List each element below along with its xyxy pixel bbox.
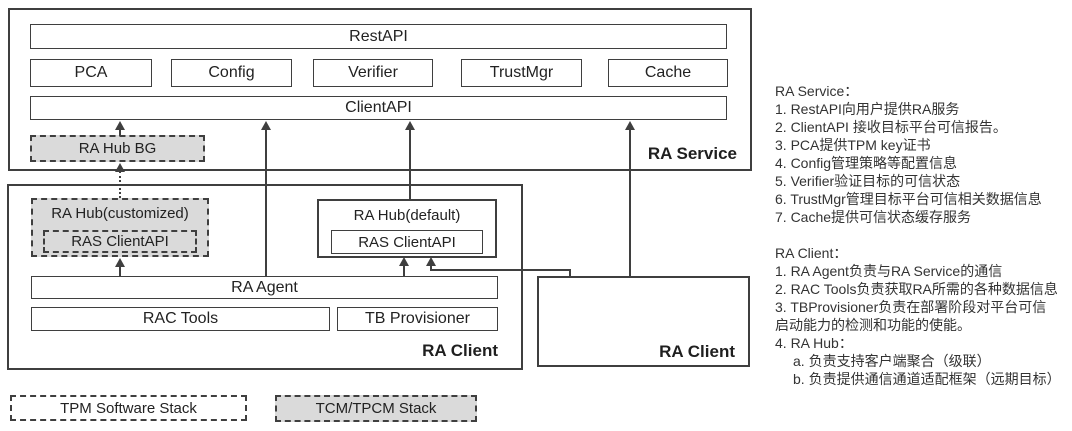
trustmgr-label: TrustMgr [489, 64, 554, 81]
module-pca: PCA [30, 59, 152, 87]
legend-tpm-label: TPM Software Stack [60, 399, 197, 417]
notes-service-item: 3. PCA提供TPM key证书 [775, 137, 931, 153]
notes-client-item: 3. TBProvisioner负责在部署阶段对平台可信 [775, 299, 1047, 315]
legend-tcm-stack: TCM/TPCM Stack [275, 395, 477, 422]
ra-agent-bar: RA Agent [31, 276, 498, 299]
notes-service-title: RA Service： [775, 83, 859, 99]
notes-panel: RA Service： 1. RestAPI向用户提供RA服务 2. Clien… [775, 82, 1072, 388]
ra-hub-bg-label: RA Hub BG [78, 140, 157, 157]
notes-service-item: 4. Config管理策略等配置信息 [775, 155, 958, 171]
rac-tools-box: RAC Tools [31, 307, 330, 331]
notes-client-item: 4. RA Hub： [775, 335, 853, 351]
legend-tpm-stack: TPM Software Stack [10, 395, 247, 421]
config-label: Config [208, 64, 255, 81]
restapi-bar: RestAPI [30, 24, 727, 49]
module-config: Config [171, 59, 292, 87]
notes-client-item: 2. RAC Tools负责获取RA所需的各种数据信息 [775, 281, 1058, 297]
ra-client-left-title: RA Client [422, 341, 498, 360]
notes-service-item: 7. Cache提供可信状态缓存服务 [775, 209, 972, 225]
tb-provisioner-label: TB Provisioner [365, 310, 470, 327]
ra-agent-label: RA Agent [231, 278, 298, 296]
ra-client-right-box [537, 276, 750, 367]
rac-tools-label: RAC Tools [142, 310, 219, 327]
notes-service-item: 1. RestAPI向用户提供RA服务 [775, 101, 960, 117]
notes-client-subitem: a. 负责支持客户端聚合（级联） [793, 353, 991, 369]
ras-clientapi-customized-box: RAS ClientAPI [43, 230, 197, 253]
pca-label: PCA [74, 64, 108, 81]
module-cache: Cache [608, 59, 728, 87]
ras-clientapi-default-box: RAS ClientAPI [331, 230, 483, 254]
clientapi-label: ClientAPI [345, 99, 412, 116]
module-verifier: Verifier [313, 59, 433, 87]
ras-clientapi-default-label: RAS ClientAPI [358, 233, 456, 251]
restapi-label: RestAPI [349, 27, 408, 45]
ra-client-right-title: RA Client [659, 342, 735, 361]
ra-hub-customized-label: RA Hub(customized) [51, 205, 189, 222]
ras-clientapi-customized-label: RAS ClientAPI [71, 233, 169, 250]
ra-hub-customized-box: RA Hub(customized) RAS ClientAPI [31, 198, 209, 257]
ra-service-title: RA Service [647, 144, 737, 163]
legend-tcm-label: TCM/TPCM Stack [315, 400, 437, 417]
cache-label: Cache [644, 64, 692, 81]
notes-client-item: 启动能力的检测和功能的使能。 [775, 317, 971, 333]
notes-service-item: 2. ClientAPI 接收目标平台可信报告。 [775, 119, 1007, 135]
notes-client-item: 1. RA Agent负责与RA Service的通信 [775, 263, 1003, 279]
notes-service-item: 5. Verifier验证目标的可信状态 [775, 173, 961, 189]
verifier-label: Verifier [348, 64, 398, 81]
tb-provisioner-box: TB Provisioner [337, 307, 498, 331]
notes-client-subitem: b. 负责提供通信通道适配框架（远期目标） [793, 371, 1061, 387]
notes-client-title: RA Client： [775, 245, 848, 261]
ra-hub-default-box: RA Hub(default) RAS ClientAPI [317, 199, 497, 258]
notes-service-item: 6. TrustMgr管理目标平台可信相关数据信息 [775, 191, 1042, 207]
ra-hub-default-label: RA Hub(default) [353, 207, 461, 224]
clientapi-bar: ClientAPI [30, 96, 727, 120]
ra-hub-bg-box: RA Hub BG [30, 135, 205, 162]
module-trustmgr: TrustMgr [461, 59, 582, 87]
